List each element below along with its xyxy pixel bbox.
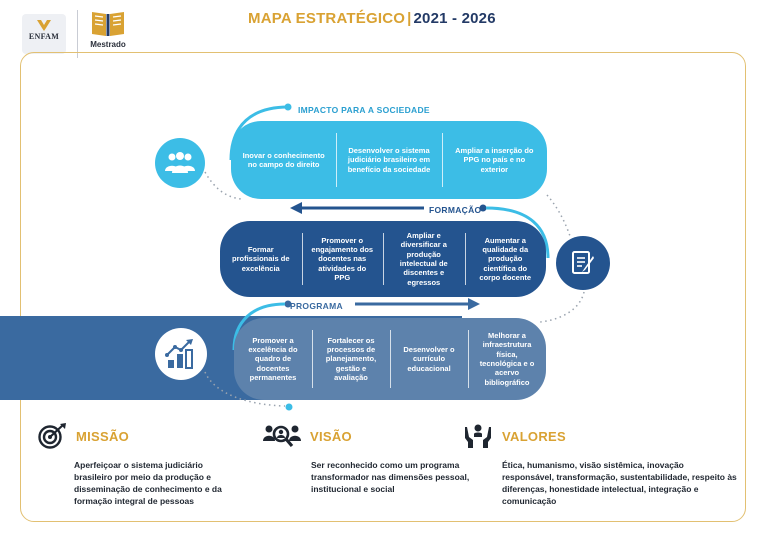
programa-item: Promover a excelência do quadro de docen… bbox=[248, 335, 298, 383]
target-icon bbox=[38, 423, 66, 449]
title-part1: MAPA ESTRATÉGICO bbox=[248, 10, 406, 27]
programa-dotted-tail bbox=[204, 371, 286, 407]
programa-label: PROGRAMA bbox=[290, 301, 343, 311]
enfam-logo-text: ENFAM bbox=[28, 32, 60, 41]
formacao-label: FORMAÇÃO bbox=[429, 205, 482, 215]
formacao-dotted-tail bbox=[539, 291, 585, 323]
impacto-item: Inovar o conhecimento no campo do direit… bbox=[242, 150, 325, 169]
growth-chart-icon bbox=[165, 339, 193, 369]
formacao-connector-dot bbox=[479, 204, 487, 212]
visao-title: VISÃO bbox=[310, 428, 352, 444]
content-frame bbox=[20, 52, 746, 522]
missao-text: Aperfeiçoar o sistema judiciário brasile… bbox=[74, 460, 222, 507]
mestrado-logo-text: Mestrado bbox=[90, 40, 126, 49]
impacto-item: Desenvolver o sistema judiciário brasile… bbox=[336, 121, 441, 199]
document-pen-icon bbox=[572, 251, 594, 274]
enfam-logo: ENFAM bbox=[22, 14, 66, 54]
missao-section: MISSÃO Aperfeiçoar o sistema judiciário … bbox=[36, 423, 236, 507]
formacao-connector bbox=[485, 206, 550, 259]
programa-arrowhead bbox=[468, 298, 480, 310]
missao-title: MISSÃO bbox=[76, 428, 130, 444]
programa-item: Melhorar a infraestrutura física, tecnol… bbox=[468, 318, 546, 400]
programa-end-dot bbox=[285, 403, 293, 411]
impacto-connector-dot bbox=[284, 103, 292, 111]
programa-item: Fortalecer os processos de planejamento,… bbox=[312, 318, 390, 400]
formacao-item: Formar profissionais de excelência bbox=[231, 244, 290, 273]
enfam-emblem-icon bbox=[37, 20, 51, 31]
impacto-item: Ampliar a inserção do PPG no país e no e… bbox=[441, 121, 547, 199]
formacao-item: Ampliar e diversificar a produção intele… bbox=[383, 221, 465, 297]
visao-section: VISÃO Ser reconhecido como um programa t… bbox=[262, 423, 472, 495]
formacao-item: Promover o engajamento dos docentes nas … bbox=[301, 221, 384, 297]
valores-section: VALORES Ética, humanismo, visão sistêmic… bbox=[462, 423, 737, 507]
formacao-item: Aumentar a qualidade da produção científ… bbox=[464, 221, 547, 297]
team-search-icon bbox=[263, 425, 301, 448]
impacto-label: IMPACTO PARA A SOCIEDADE bbox=[298, 105, 430, 115]
impacto-circle bbox=[155, 138, 205, 188]
mestrado-logo: Mestrado bbox=[84, 8, 132, 49]
impacto-right-dotted bbox=[546, 194, 571, 237]
formacao-arrowhead bbox=[290, 202, 302, 214]
formacao-circle bbox=[556, 236, 610, 290]
valores-title: VALORES bbox=[502, 428, 566, 444]
title-separator: | bbox=[407, 10, 412, 27]
people-icon bbox=[165, 152, 195, 173]
valores-text: Ética, humanismo, visão sistêmica, inova… bbox=[502, 460, 737, 507]
programa-pill: Promover a excelência do quadro de docen… bbox=[234, 318, 546, 400]
title-part2: 2021 - 2026 bbox=[413, 10, 496, 27]
formacao-pill: Formar profissionais de excelência Promo… bbox=[220, 221, 546, 297]
book-icon bbox=[92, 12, 124, 36]
impacto-pill: Inovar o conhecimento no campo do direit… bbox=[231, 121, 547, 199]
visao-text: Ser reconhecido como um programa transfo… bbox=[311, 460, 470, 495]
page-title: MAPA ESTRATÉGICO|2021 - 2026 bbox=[248, 10, 548, 27]
programa-connector-dot bbox=[284, 300, 292, 308]
impacto-dotted-tail bbox=[204, 171, 243, 200]
programa-circle bbox=[155, 328, 207, 380]
hands-icon bbox=[465, 424, 491, 448]
programa-item: Desenvolver o currículo educacional bbox=[390, 318, 468, 400]
header-divider bbox=[77, 10, 78, 58]
